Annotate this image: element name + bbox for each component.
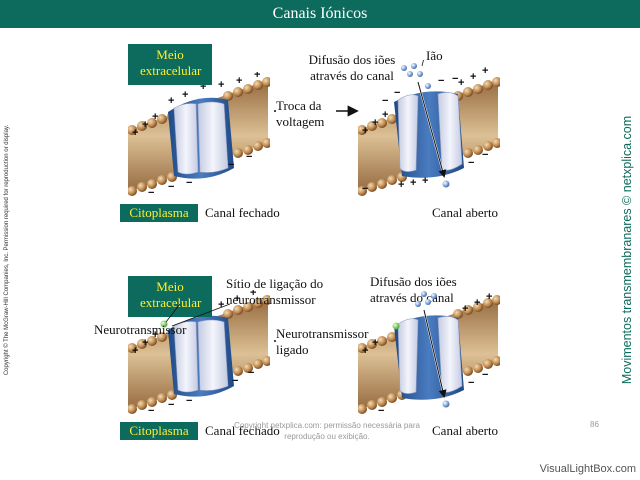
svg-text:+: + <box>372 117 378 129</box>
svg-text:+: + <box>474 297 480 309</box>
netxplica-side-title: Movimentos transmembranares © netxplica.… <box>620 115 634 385</box>
extracellular-label-top: Meio extracelular <box>128 44 212 85</box>
open-channel-label-top: Canal aberto <box>432 205 499 220</box>
svg-text:−: − <box>382 95 388 107</box>
svg-text:+: + <box>250 290 256 299</box>
svg-text:+: + <box>152 111 158 123</box>
ion-cluster <box>401 63 450 188</box>
svg-text:−: − <box>186 395 192 407</box>
svg-text:−: − <box>148 405 154 417</box>
watermark: Copyright netxplica.com: permissão neces… <box>234 421 420 441</box>
membrane-closed-voltage: +++ +++ +++ −−− −− <box>128 72 270 199</box>
svg-text:−: − <box>482 369 488 381</box>
open-channel-label-bottom: Canal aberto <box>432 423 499 438</box>
svg-text:−: − <box>482 149 488 161</box>
page-number: 86 <box>590 420 599 429</box>
svg-text:+: + <box>362 345 368 357</box>
svg-text:+: + <box>218 79 224 91</box>
svg-text:+: + <box>168 95 174 107</box>
svg-text:+: + <box>398 179 404 191</box>
svg-text:+: + <box>200 81 206 93</box>
cytoplasm-label-top: Citoplasma <box>120 204 198 222</box>
svg-text:+: + <box>234 293 240 305</box>
svg-text:+: + <box>410 177 416 189</box>
membrane-closed-ligand: +++ +++ −−− −− <box>128 290 270 417</box>
membrane-open-ligand: ++ +++ −−− <box>358 291 500 417</box>
svg-text:−: − <box>378 405 384 417</box>
svg-text:−: − <box>438 75 444 87</box>
svg-text:−: − <box>362 183 368 195</box>
ion-label: Ião <box>426 48 443 63</box>
svg-text:+: + <box>372 337 378 349</box>
voltage-change-label: Troca da voltagem <box>276 98 336 130</box>
svg-text:−: − <box>168 399 174 411</box>
svg-text:+: + <box>182 89 188 101</box>
svg-text:−: − <box>168 181 174 193</box>
svg-text:+: + <box>362 125 368 137</box>
svg-text:+: + <box>486 291 492 303</box>
svg-text:+: + <box>470 71 476 83</box>
svg-text:+: + <box>152 329 158 341</box>
svg-text:−: − <box>228 159 234 171</box>
svg-text:−: − <box>186 177 192 189</box>
svg-text:−: − <box>148 187 154 199</box>
svg-text:+: + <box>132 345 138 357</box>
svg-text:+: + <box>382 109 388 121</box>
svg-text:−: − <box>232 375 238 387</box>
cytoplasm-label-bottom: Citoplasma <box>120 422 198 440</box>
binding-site-label: Sítio de ligação do neurotransmissor <box>226 276 324 307</box>
page-title: Canais Iónicos <box>0 0 640 28</box>
closed-channel-label-bottom: Canal fechado <box>205 423 280 438</box>
svg-text:−: − <box>394 87 400 99</box>
membrane-open-voltage: +++ −− −− +++ +++ −−− <box>358 60 500 196</box>
svg-text:−: − <box>452 73 458 85</box>
svg-text:−: − <box>248 367 254 379</box>
closed-channel-label-top: Canal fechado <box>205 205 280 220</box>
svg-text:+: + <box>482 65 488 77</box>
site-credit: VisualLightBox.com <box>539 463 636 475</box>
neurotransmitter-molecule <box>160 320 168 328</box>
svg-text:−: − <box>246 151 252 163</box>
svg-text:+: + <box>142 337 148 349</box>
svg-text:+: + <box>458 77 464 89</box>
svg-text:−: − <box>468 377 474 389</box>
svg-text:+: + <box>218 299 224 311</box>
neurotransmitter-label: Neurotransmissor <box>94 322 187 337</box>
svg-text:+: + <box>422 175 428 187</box>
svg-text:+: + <box>462 303 468 315</box>
pointer-lines-bottom <box>165 303 231 327</box>
svg-text:+: + <box>142 119 148 131</box>
diffusion-label-top: Difusão dos iões através do canal <box>308 52 396 83</box>
copyright-note: Copyright © The McGraw-Hill Companies, I… <box>4 124 10 376</box>
svg-text:+: + <box>132 127 138 139</box>
svg-text:+: + <box>236 75 242 87</box>
extracellular-label-bottom: Meio extracelular <box>128 276 212 317</box>
svg-text:+: + <box>254 72 260 81</box>
svg-text:−: − <box>468 157 474 169</box>
